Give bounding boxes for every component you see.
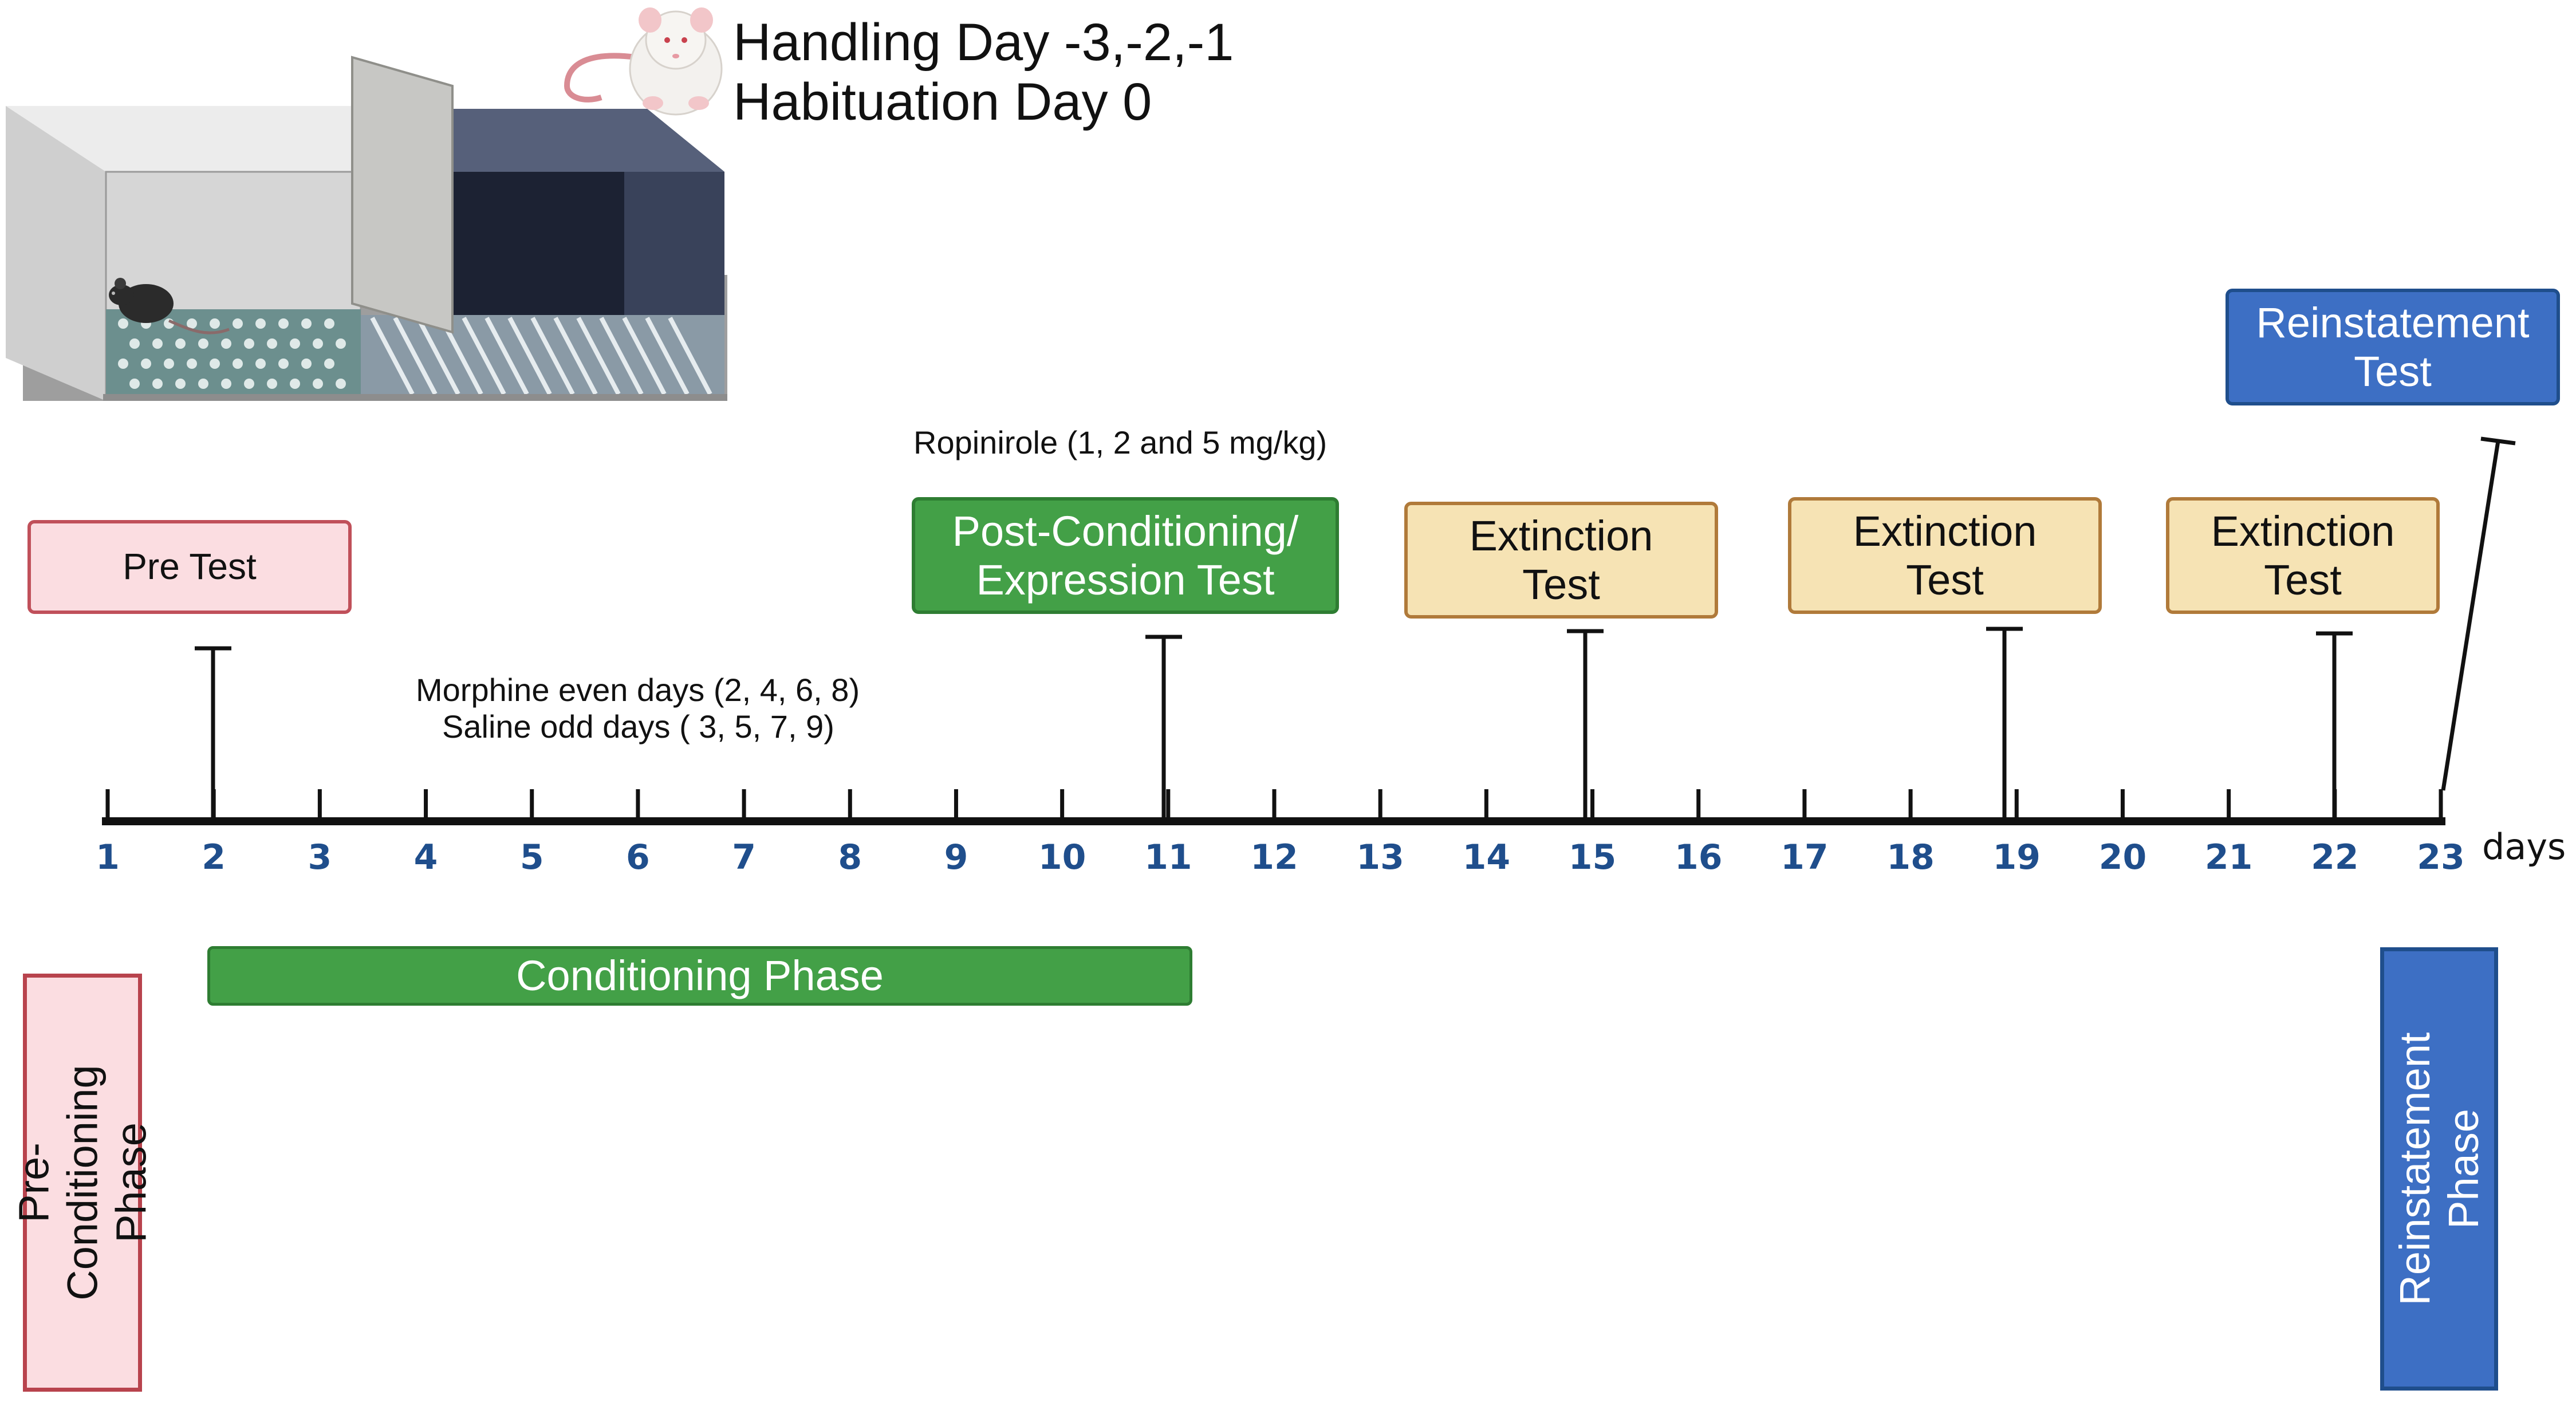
day-label-6: 6 — [626, 837, 650, 877]
extinction-test-box-3: Extinction Test — [2166, 497, 2440, 614]
day-label-12: 12 — [1250, 837, 1298, 877]
day-label-18: 18 — [1886, 837, 1935, 877]
reinstatement-phase-label: Reinstatement Phase — [2390, 1032, 2487, 1306]
reinstatement-phase-box: Reinstatement Phase — [2380, 947, 2498, 1391]
day-label-13: 13 — [1356, 837, 1404, 877]
saline-label: Saline odd days ( 3, 5, 7, 9) — [442, 708, 834, 745]
apparatus-illustration — [6, 56, 727, 401]
white-rat-icon — [564, 7, 723, 116]
reinstatement-test-marker — [2441, 440, 2500, 791]
day-label-10: 10 — [1038, 837, 1086, 877]
day-label-20: 20 — [2098, 837, 2147, 877]
day-label-14: 14 — [1462, 837, 1511, 877]
days-unit-label: days — [2482, 826, 2566, 868]
conditioning-phase-bar: Conditioning Phase — [207, 946, 1192, 1006]
day-label-5: 5 — [519, 837, 544, 877]
day-label-1: 1 — [96, 837, 120, 877]
day-label-9: 9 — [944, 837, 968, 877]
day-label-17: 17 — [1781, 837, 1829, 877]
day-label-19: 19 — [1992, 837, 2041, 877]
extinction-test-box-2: Extinction Test — [1788, 497, 2102, 614]
pre-conditioning-phase-box: Pre-Conditioning Phase — [10, 974, 155, 1392]
day-label-2: 2 — [202, 837, 226, 877]
reinstatement-test-box: Reinstatement Test — [2226, 289, 2560, 405]
day-label-21: 21 — [2204, 837, 2253, 877]
day-label-11: 11 — [1144, 837, 1192, 877]
post-conditioning-test-box: Post-Conditioning/ Expression Test — [912, 497, 1339, 614]
day-label-8: 8 — [838, 837, 862, 877]
black-mouse-icon — [109, 278, 230, 334]
day-label-4: 4 — [413, 837, 438, 877]
day-label-16: 16 — [1674, 837, 1723, 877]
extinction-test-box-1: Extinction Test — [1404, 502, 1718, 619]
timeline-axis — [102, 789, 2445, 825]
pre-conditioning-phase-label: Pre-Conditioning Phase — [10, 1065, 155, 1301]
handling-label: Handling Day -3,-2,-1 — [733, 13, 1234, 72]
day-label-22: 22 — [2311, 837, 2359, 877]
ropinirole-label: Ropinirole (1, 2 and 5 mg/kg) — [913, 424, 1328, 460]
test-markers — [195, 436, 2516, 821]
day-label-7: 7 — [732, 837, 756, 877]
day-label-15: 15 — [1568, 837, 1617, 877]
pre-test-box: Pre Test — [27, 520, 352, 614]
day-label-3: 3 — [308, 837, 332, 877]
day-label-23: 23 — [2417, 837, 2465, 877]
habituation-label: Habituation Day 0 — [733, 73, 1152, 131]
morphine-label: Morphine even days (2, 4, 6, 8) — [416, 672, 860, 708]
